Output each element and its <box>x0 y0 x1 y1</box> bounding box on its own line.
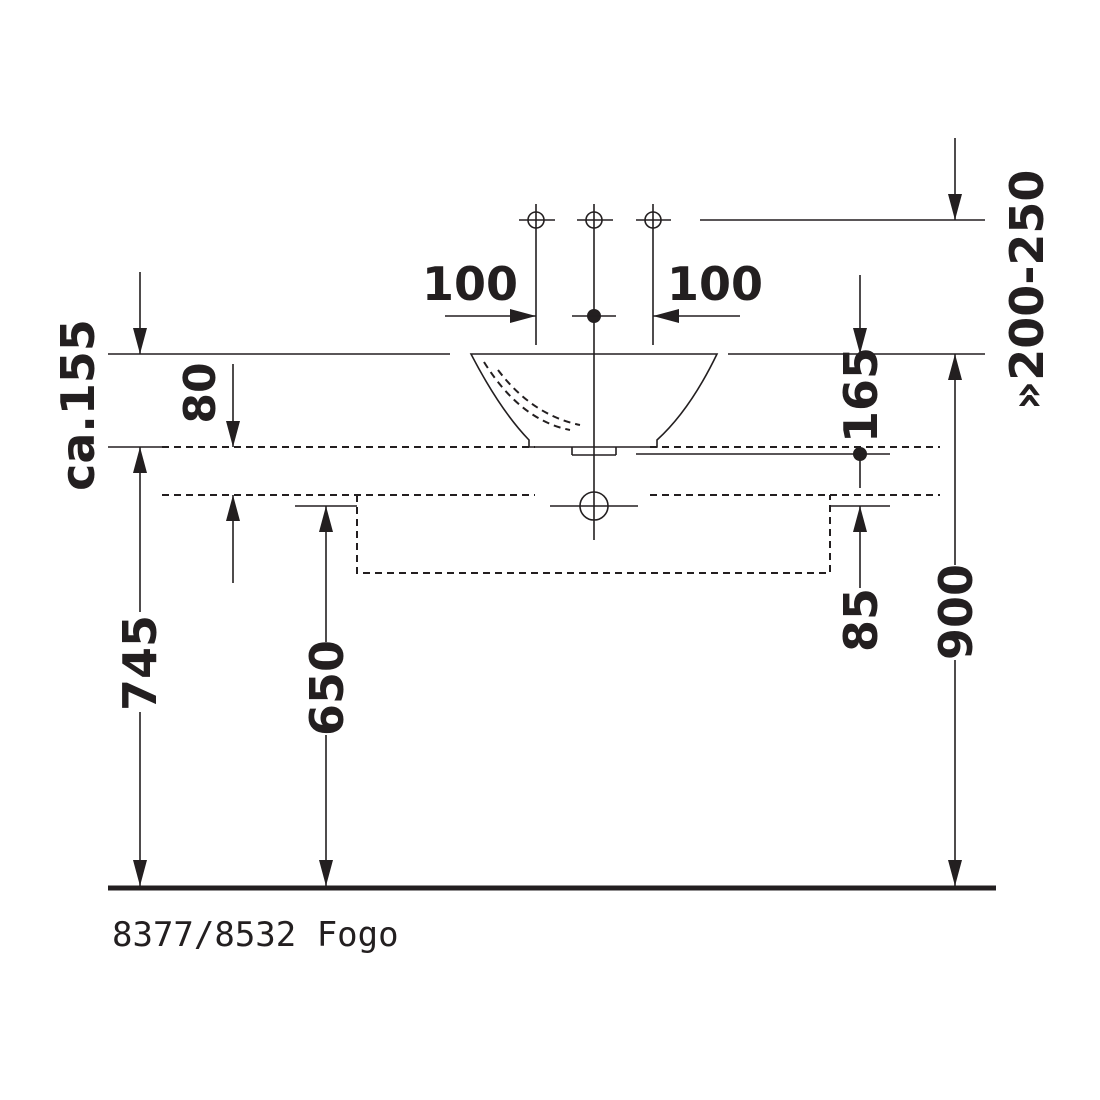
tap-positions <box>519 204 671 238</box>
tap-spacing-right-label: 100 <box>667 257 763 311</box>
basin-bowl <box>469 353 719 456</box>
model-caption: 8377/8532 Fogo <box>112 915 399 955</box>
drain-offset-label: 165 <box>834 347 888 443</box>
counter-height-label: 745 <box>113 615 167 711</box>
basin-height-label: ca.155 <box>51 319 105 491</box>
rim-height-left-label: 80 <box>175 362 226 423</box>
tap-spacing-left-label: 100 <box>422 257 518 311</box>
tap-height-label: »200-250 <box>1000 170 1054 411</box>
drain-height-label: 85 <box>834 588 888 652</box>
cabinet-height-label: 650 <box>300 640 354 736</box>
vanity-cabinet-outline <box>356 495 831 574</box>
rim-height-label: 900 <box>929 564 983 660</box>
